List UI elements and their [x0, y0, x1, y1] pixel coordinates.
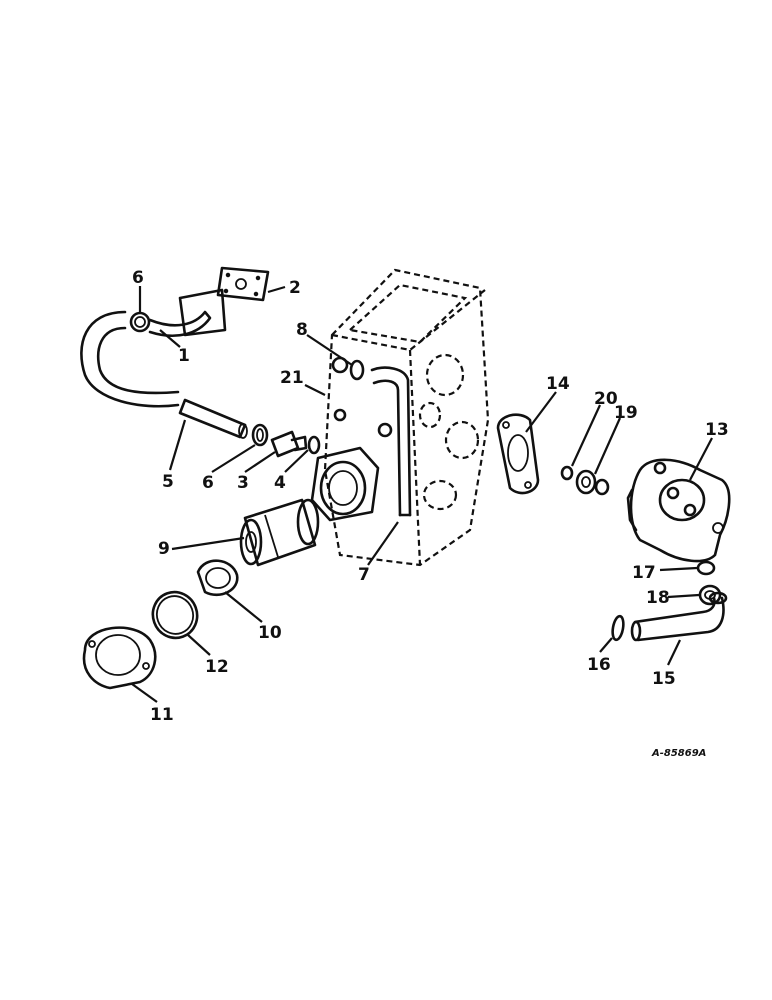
fitting-3 — [270, 430, 308, 458]
callout-2: 2 — [289, 278, 301, 298]
gasket-14 — [496, 413, 540, 495]
filter-cap-10 — [196, 559, 239, 597]
callout-9: 9 — [158, 539, 170, 559]
o-ring-8 — [349, 359, 365, 381]
callout-20: 20 — [594, 389, 618, 409]
callout-11: 11 — [150, 705, 174, 725]
gasket-2 — [216, 266, 270, 302]
callout-17: 17 — [632, 563, 656, 583]
o-ring-16 — [611, 614, 625, 642]
oil-pump-13 — [626, 458, 731, 563]
callout-1: 1 — [178, 346, 190, 366]
o-ring-4 — [307, 435, 321, 455]
callout-8: 8 — [296, 320, 308, 340]
elbow-1 — [148, 288, 227, 338]
gear-19 — [575, 469, 610, 496]
callout-15: 15 — [652, 669, 676, 689]
tube-15 — [630, 591, 728, 642]
hose-5 — [80, 310, 180, 408]
washer-20 — [560, 465, 574, 481]
callout-10: 10 — [258, 623, 282, 643]
tube-7 — [370, 366, 412, 517]
callout-3: 3 — [237, 473, 249, 493]
callout-12: 12 — [205, 657, 229, 677]
callout-21: 21 — [280, 368, 304, 388]
clamp-6-upper — [129, 311, 151, 333]
callout-19: 19 — [614, 403, 638, 423]
leader-lines — [131, 285, 713, 703]
seal-ring-12 — [151, 590, 199, 640]
callout-14: 14 — [546, 374, 570, 394]
callout-16: 16 — [587, 655, 611, 675]
filter-base — [310, 446, 380, 522]
callout-5: 5 — [162, 472, 174, 492]
callout-4: 4 — [274, 473, 286, 493]
callout-6-upper: 6 — [132, 268, 144, 288]
callout-18: 18 — [646, 588, 670, 608]
callout-7: 7 — [358, 565, 370, 585]
filter-9 — [239, 498, 320, 567]
hose-section-5 — [178, 398, 248, 439]
callout-13: 13 — [705, 420, 729, 440]
cover-plate-11 — [82, 626, 157, 690]
washer-17 — [696, 560, 716, 576]
crankcase-block — [323, 268, 490, 567]
clamp-6-lower — [251, 423, 269, 447]
callout-6-lower: 6 — [202, 473, 214, 493]
reference-code: A-85869A — [651, 748, 706, 759]
